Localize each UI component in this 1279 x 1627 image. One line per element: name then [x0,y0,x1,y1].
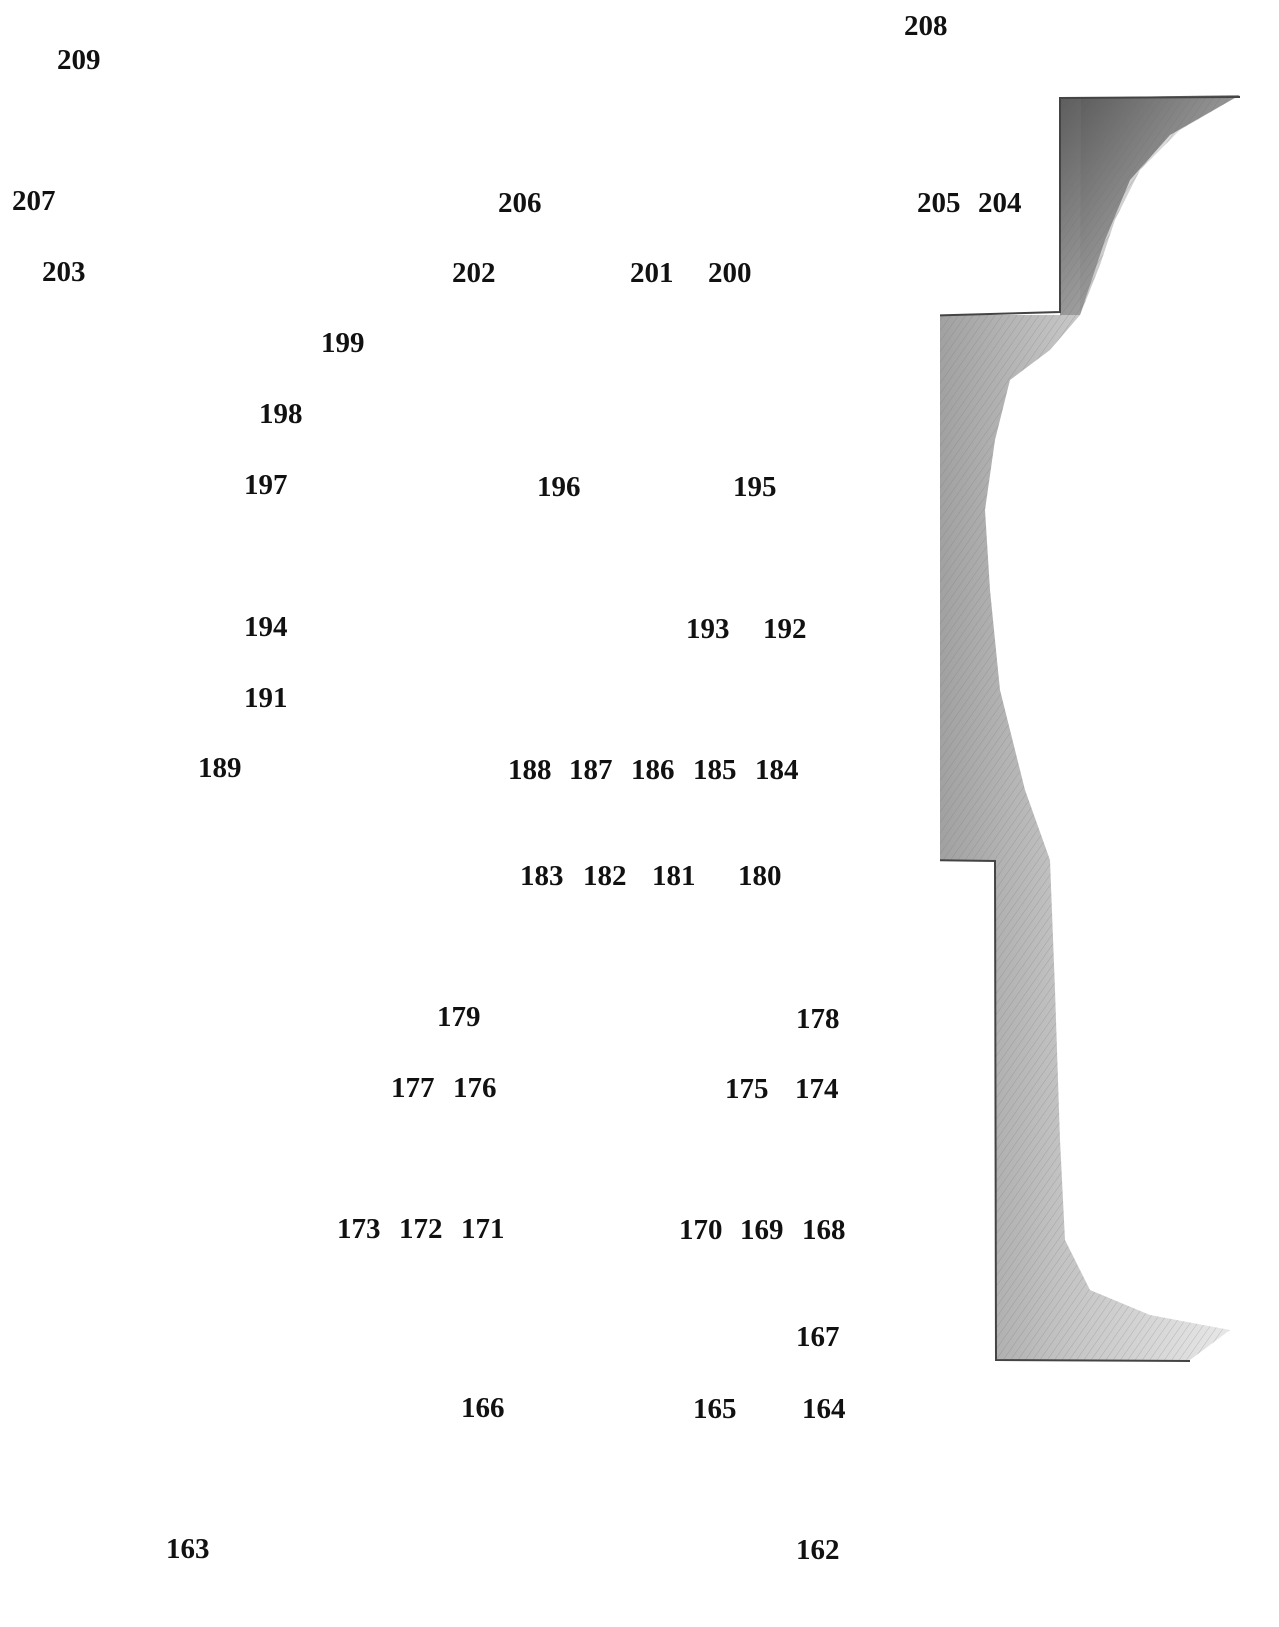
number-label-186: 186 [631,756,675,785]
number-label-184: 184 [755,756,799,785]
number-label-173: 173 [337,1215,381,1244]
number-label-168: 168 [802,1216,846,1245]
number-label-185: 185 [693,756,737,785]
number-label-200: 200 [708,259,752,288]
number-label-175: 175 [725,1075,769,1104]
number-label-181: 181 [652,862,696,891]
number-label-197: 197 [244,471,288,500]
number-label-192: 192 [763,615,807,644]
number-label-176: 176 [453,1074,497,1103]
number-label-209: 209 [57,46,101,75]
number-label-183: 183 [520,862,564,891]
number-label-187: 187 [569,756,613,785]
number-label-206: 206 [498,189,542,218]
number-label-166: 166 [461,1394,505,1423]
number-label-201: 201 [630,259,674,288]
pencil-staircase-sketch [940,90,1279,1420]
number-label-170: 170 [679,1216,723,1245]
number-label-193: 193 [686,615,730,644]
number-label-202: 202 [452,259,496,288]
number-label-163: 163 [166,1535,210,1564]
number-label-208: 208 [904,12,948,41]
number-label-207: 207 [12,187,56,216]
number-label-171: 171 [461,1215,505,1244]
number-label-196: 196 [537,473,581,502]
number-label-199: 199 [321,329,365,358]
number-label-174: 174 [795,1075,839,1104]
number-label-189: 189 [198,754,242,783]
number-label-167: 167 [796,1323,840,1352]
number-label-195: 195 [733,473,777,502]
number-label-179: 179 [437,1003,481,1032]
number-label-162: 162 [796,1536,840,1565]
number-label-177: 177 [391,1074,435,1103]
number-label-191: 191 [244,684,288,713]
number-label-172: 172 [399,1215,443,1244]
number-label-188: 188 [508,756,552,785]
number-label-203: 203 [42,258,86,287]
number-label-182: 182 [583,862,627,891]
number-label-178: 178 [796,1005,840,1034]
number-label-169: 169 [740,1216,784,1245]
sketch-hatching [940,95,1240,1360]
number-label-180: 180 [738,862,782,891]
number-label-164: 164 [802,1395,846,1424]
number-label-165: 165 [693,1395,737,1424]
number-label-198: 198 [259,400,303,429]
number-label-194: 194 [244,613,288,642]
